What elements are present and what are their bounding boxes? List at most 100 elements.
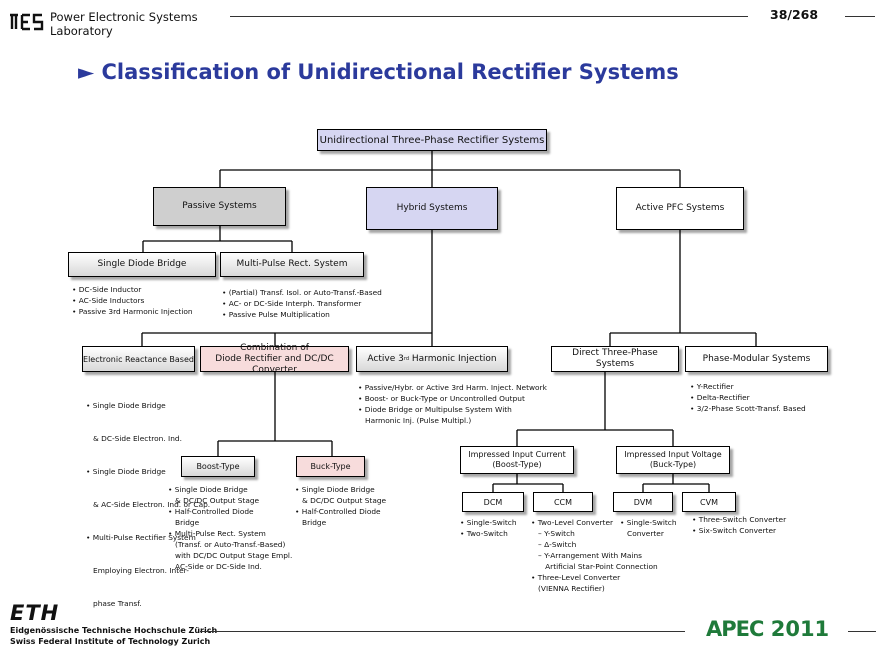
list-item: • Multi-Pulse Rectifier System <box>86 533 196 542</box>
dcm-box: DCM <box>462 492 524 512</box>
phase-modular-list: • Y-Rectifier • Delta-Rectifier • 3/2-Ph… <box>690 381 806 414</box>
page-number: 38/268 <box>770 7 819 22</box>
impressed-input-current-box: Impressed Input Current (Boost-Type) <box>460 446 574 474</box>
list-item: Harmonic Inj. (Pulse Multipl.) <box>358 416 472 425</box>
multi-pulse-list: • (Partial) Transf. Isol. or Auto-Transf… <box>222 287 382 320</box>
list-item: • Single Diode Bridge <box>168 485 248 494</box>
list-item: (Transf. or Auto-Transf.-Based) <box>168 540 286 549</box>
phase-modular-box: Phase-Modular Systems <box>685 346 828 372</box>
list-item: – Δ-Switch <box>531 540 577 549</box>
multi-pulse-box: Multi-Pulse Rect. System <box>220 252 364 277</box>
title-text: Classification of Unidirectional Rectifi… <box>101 60 679 84</box>
list-item: • 3/2-Phase Scott-Transf. Based <box>690 404 806 413</box>
eth-name-line2: Swiss Federal Institute of Technology Zu… <box>10 637 211 646</box>
list-item: • Diode Bridge or Multipulse System With <box>358 405 512 414</box>
list-item: & AC-Side Electron. Ind. or Cap. <box>86 500 211 509</box>
buck-type-box: Buck-Type <box>296 456 365 477</box>
impressed-current-line1: Impressed Input Current <box>468 450 566 459</box>
combination-line2: Diode Rectifier and DC/DC Converter <box>215 353 334 375</box>
single-diode-bridge-box: Single Diode Bridge <box>68 252 216 277</box>
list-item: • Two-Switch <box>460 529 508 538</box>
list-item: • Half-Controlled Diode <box>295 507 381 516</box>
list-item: • Boost- or Buck-Type or Uncontrolled Ou… <box>358 394 525 403</box>
footer-rule <box>200 631 685 632</box>
apec-logo: APEC 2011 <box>706 617 829 641</box>
apec-logo-text: APEC <box>706 617 764 641</box>
list-item: Converter <box>620 529 664 538</box>
list-item: • Three-Switch Converter <box>692 515 787 524</box>
electronic-reactance-list: • Single Diode Bridge & DC-Side Electron… <box>86 378 210 620</box>
pes-logo <box>10 13 44 31</box>
dvm-box: DVM <box>613 492 673 512</box>
passive-systems-box: Passive Systems <box>153 187 286 226</box>
lab-name-line1: Power Electronic Systems <box>50 10 198 24</box>
list-item: • (Partial) Transf. Isol. or Auto-Transf… <box>222 288 382 297</box>
list-item: • Two-Level Converter <box>531 518 614 527</box>
eth-logo: ETH <box>10 601 60 625</box>
list-item: • Delta-Rectifier <box>690 393 750 402</box>
list-item: Employing Electron. Inter- <box>86 566 189 575</box>
active-pfc-systems-box: Active PFC Systems <box>616 187 744 230</box>
list-item: • Single-Switch <box>460 518 517 527</box>
list-item: phase Transf. <box>86 599 142 608</box>
list-item: • DC-Side Inductor <box>72 285 142 294</box>
list-item: • Single Diode Bridge <box>86 401 166 410</box>
list-item: • Multi-Pulse Rect. System <box>168 529 266 538</box>
title-arrow: ► <box>78 60 95 84</box>
list-item: • AC- or DC-Side Interph. Transformer <box>222 299 362 308</box>
eth-name-line1: Eidgenössische Technische Hochschule Zür… <box>10 626 218 635</box>
header-rule-right <box>845 16 875 17</box>
list-item: Bridge <box>168 518 200 527</box>
cvm-box: CVM <box>682 492 736 512</box>
list-item: with DC/DC Output Stage Empl. <box>168 551 293 560</box>
list-item: – Y-Switch <box>531 529 575 538</box>
list-item: AC-Side or DC-Side Ind. <box>168 562 262 571</box>
direct-three-phase-box: Direct Three-Phase Systems <box>551 346 679 372</box>
list-item: • Single-Switch <box>620 518 677 527</box>
hybrid-systems-box: Hybrid Systems <box>366 187 498 230</box>
ccm-list: • Two-Level Converter – Y-Switch – Δ-Swi… <box>531 517 658 594</box>
list-item: & DC/DC Output Stage <box>168 496 260 505</box>
electronic-reactance-box: Electronic Reactance Based <box>82 346 195 372</box>
buck-type-list: • Single Diode Bridge & DC/DC Output Sta… <box>295 484 386 528</box>
active-3rd-pre: Active 3 <box>367 353 404 364</box>
dcm-list: • Single-Switch • Two-Switch <box>460 517 517 539</box>
list-item: • Six-Switch Converter <box>692 526 777 535</box>
active-3rd-list: • Passive/Hybr. or Active 3rd Harm. Inje… <box>358 382 547 426</box>
impressed-input-voltage-box: Impressed Input Voltage (Buck-Type) <box>616 446 730 474</box>
active-3rd-post: Harmonic Injection <box>409 353 497 364</box>
list-item: – Y-Arrangement With Mains <box>531 551 642 560</box>
combination-box: Combination of Diode Rectifier and DC/DC… <box>200 342 349 375</box>
list-item: • Single Diode Bridge <box>86 467 166 476</box>
list-item: • Half-Controlled Diode <box>168 507 254 516</box>
lab-name-line2: Laboratory <box>50 24 113 38</box>
list-item: (VIENNA Rectifier) <box>531 584 605 593</box>
boost-type-list: • Single Diode Bridge & DC/DC Output Sta… <box>168 484 292 572</box>
cvm-list: • Three-Switch Converter • Six-Switch Co… <box>692 514 786 536</box>
impressed-current-line2: (Boost-Type) <box>492 460 542 469</box>
combination-line1: Combination of <box>240 342 309 353</box>
apec-year: 2011 <box>770 617 830 641</box>
list-item: • Passive 3rd Harmonic Injection <box>72 307 193 316</box>
page-title: ► Classification of Unidirectional Recti… <box>78 60 679 84</box>
boost-type-box: Boost-Type <box>181 456 255 477</box>
list-item: Artificial Star-Point Connection <box>531 562 658 571</box>
list-item: & DC-Side Electron. Ind. <box>86 434 182 443</box>
dvm-list: • Single-Switch Converter <box>620 517 677 539</box>
ccm-box: CCM <box>533 492 593 512</box>
list-item: • AC-Side Inductors <box>72 296 145 305</box>
header-rule <box>230 16 748 17</box>
list-item: & DC/DC Output Stage <box>295 496 387 505</box>
impressed-voltage-line2: (Buck-Type) <box>649 460 697 469</box>
list-item: • Single Diode Bridge <box>295 485 375 494</box>
list-item: Bridge <box>295 518 327 527</box>
root-box: Unidirectional Three-Phase Rectifier Sys… <box>317 129 547 151</box>
list-item: • Passive/Hybr. or Active 3rd Harm. Inje… <box>358 383 547 392</box>
list-item: • Passive Pulse Multiplication <box>222 310 330 319</box>
impressed-voltage-line1: Impressed Input Voltage <box>624 450 722 459</box>
footer-rule-right <box>848 631 876 632</box>
list-item: • Three-Level Converter <box>531 573 621 582</box>
list-item: • Y-Rectifier <box>690 382 734 391</box>
